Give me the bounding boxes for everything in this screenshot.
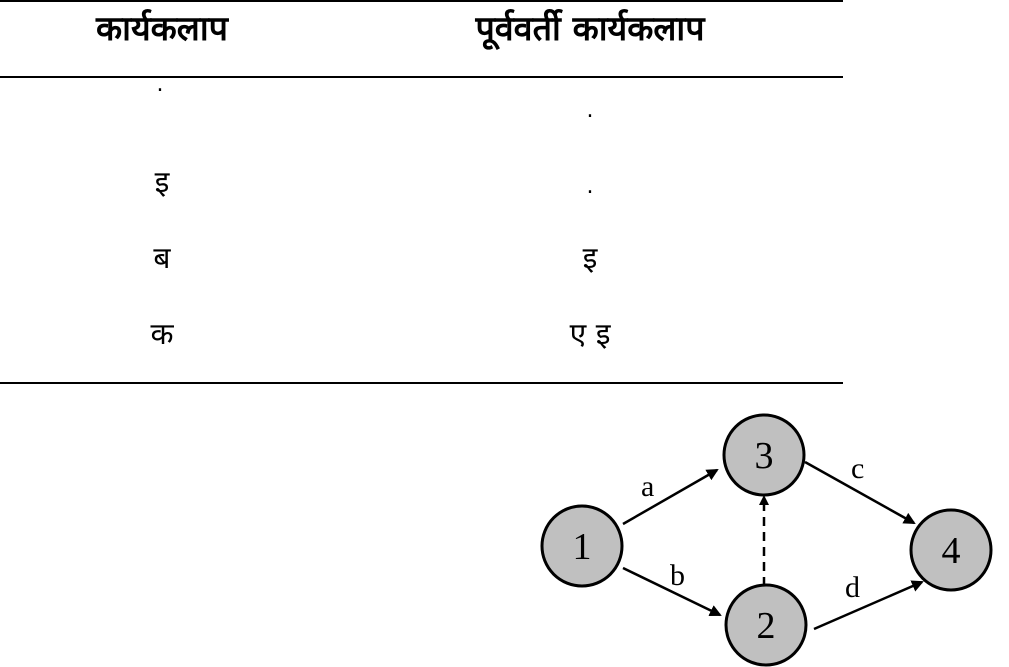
edge-a bbox=[622, 468, 719, 526]
edge-label-a: a bbox=[641, 470, 654, 503]
node-label-4: 4 bbox=[942, 530, 961, 572]
table-cell-activity-4: क bbox=[150, 317, 174, 352]
table-cell-activity-3: ब bbox=[153, 241, 171, 276]
table-cell-predecessor-2: . bbox=[586, 174, 594, 199]
node-2: 2 bbox=[724, 583, 808, 667]
edge-label-c: c bbox=[851, 452, 864, 485]
table-cell-activity-1: . bbox=[156, 72, 164, 97]
column-header-predecessor: पूर्ववर्ती कार्यकलाप bbox=[475, 9, 705, 49]
table-cell-predecessor-3: इ bbox=[582, 241, 598, 276]
node-1: 1 bbox=[540, 504, 624, 588]
node-label-3: 3 bbox=[755, 435, 774, 477]
table-top-rule bbox=[0, 0, 843, 2]
edge-label-b: b bbox=[670, 559, 685, 592]
node-4: 4 bbox=[909, 508, 993, 592]
table-cell-predecessor-1: . bbox=[586, 98, 594, 123]
edge-c bbox=[804, 460, 916, 525]
node-label-2: 2 bbox=[757, 605, 776, 647]
column-header-activity: कार्यकलाप bbox=[96, 9, 228, 49]
edge-d bbox=[813, 580, 924, 631]
node-3: 3 bbox=[722, 413, 806, 497]
edge-b bbox=[622, 566, 722, 617]
table-header-rule bbox=[0, 76, 843, 78]
node-label-1: 1 bbox=[573, 526, 592, 568]
table-bottom-rule bbox=[0, 382, 843, 384]
table-cell-predecessor-4: ए इ bbox=[569, 317, 611, 352]
edge-label-d: d bbox=[845, 571, 860, 604]
table-cell-activity-2: इ bbox=[154, 165, 170, 200]
